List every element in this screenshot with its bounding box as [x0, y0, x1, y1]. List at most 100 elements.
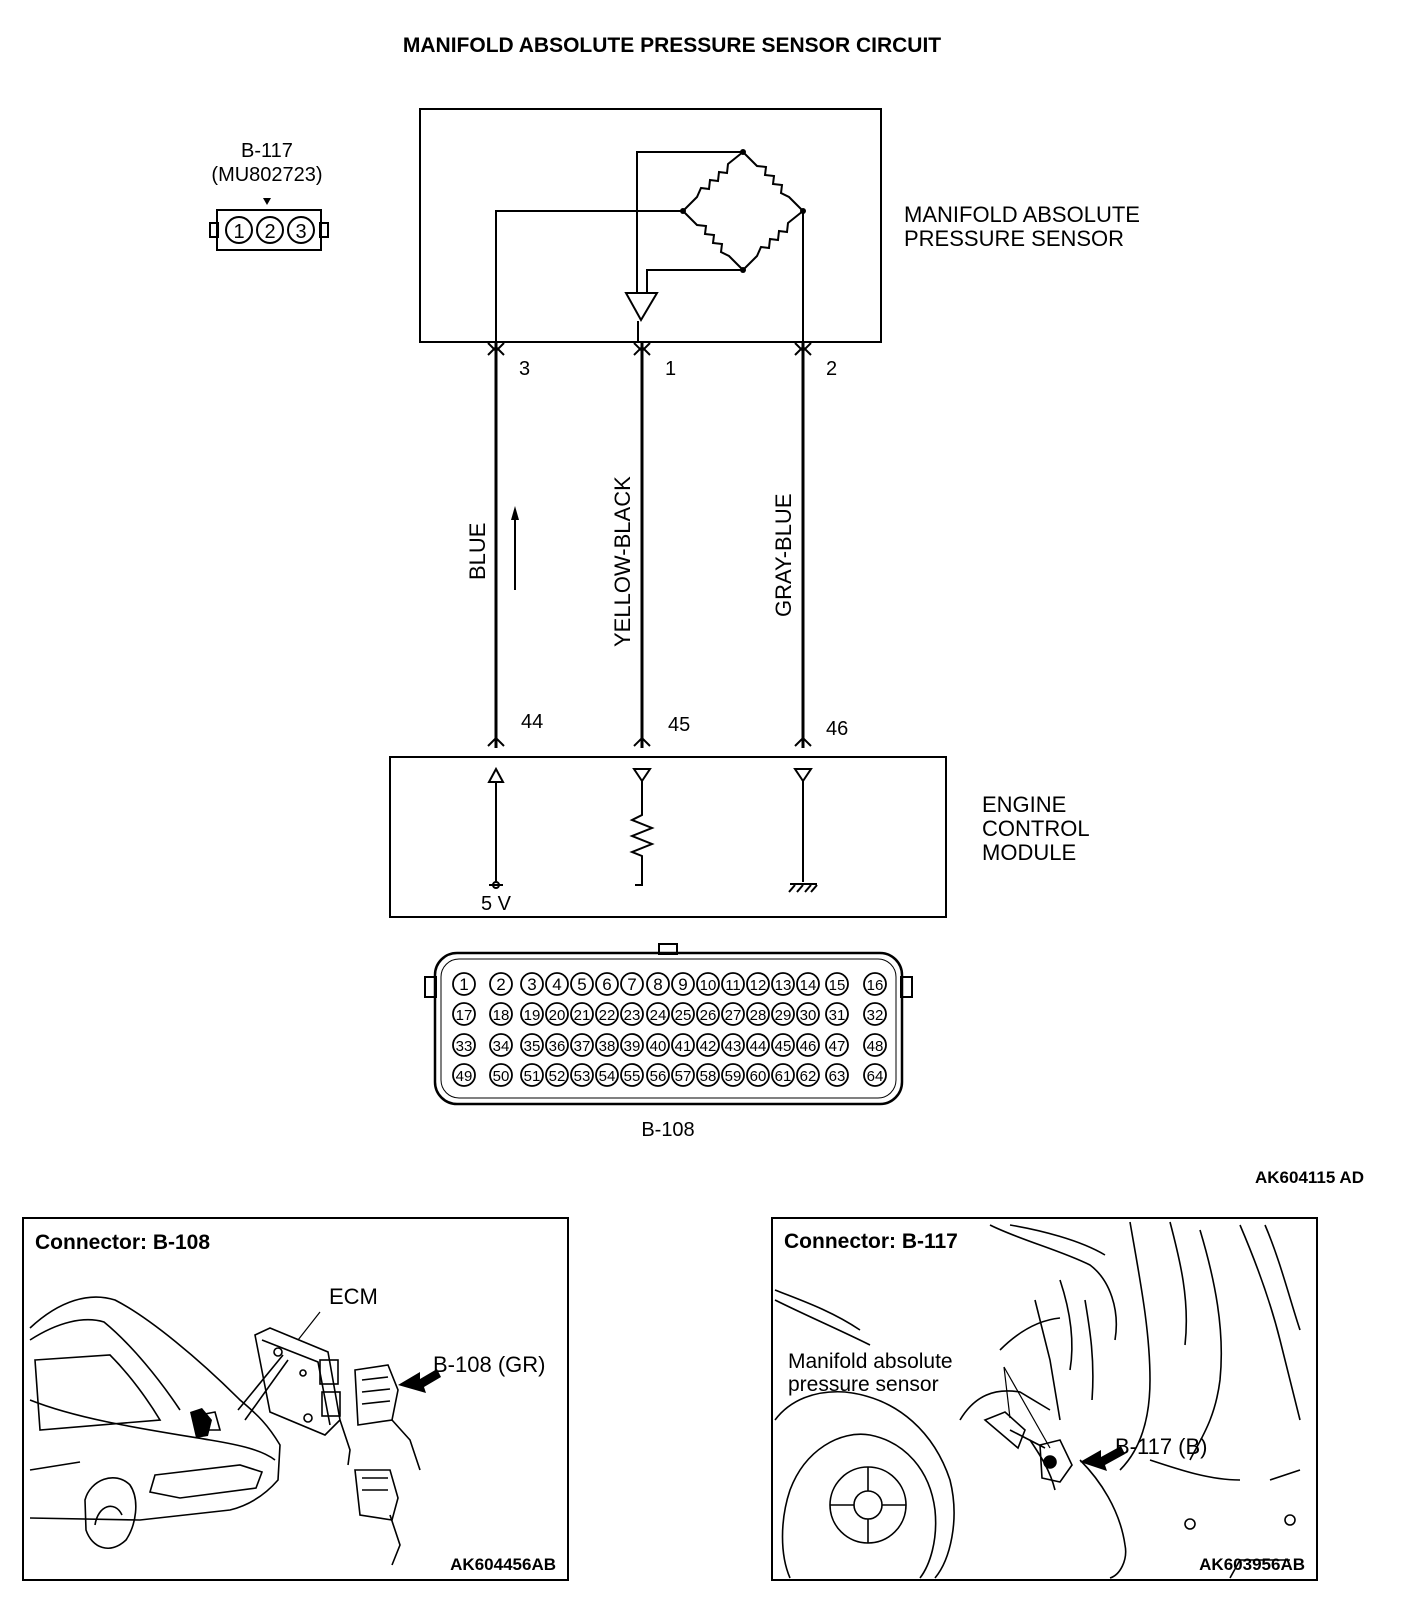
ecm-connector-pin-ring — [863, 1033, 887, 1057]
ecm-connector-pin-51: 51 — [524, 1068, 541, 1085]
ecm-connector-pin-ring — [646, 1063, 670, 1087]
ecm-connector-pin-ring — [696, 1002, 720, 1026]
ecm-connector-pin-ring — [863, 1063, 887, 1087]
ecm-connector-pin-ring — [671, 972, 695, 996]
ecm-connector-pin-40: 40 — [650, 1038, 667, 1055]
ecm-connector-pin-ring — [595, 1002, 619, 1026]
ecm-connector-pin-49: 49 — [456, 1068, 473, 1085]
ecm-connector-pin-31: 31 — [829, 1007, 846, 1024]
ecm-connector-pin-35: 35 — [524, 1038, 541, 1055]
sensor-label-line-1: MANIFOLD ABSOLUTE — [904, 202, 1140, 227]
ecm-connector-pin-ring — [671, 1033, 695, 1057]
ecm-connector-pin-9: 9 — [678, 975, 687, 994]
ecm-supply-voltage: 5 V — [481, 893, 512, 915]
ecm-connector-pin-54: 54 — [599, 1068, 616, 1085]
ecm-connector-pin-61: 61 — [775, 1068, 792, 1085]
ecm-connector-pin-ring — [570, 972, 594, 996]
ecm-connector-pin-13: 13 — [775, 977, 792, 994]
ecm-connector-pin-ring — [746, 972, 770, 996]
ecm-connector-pin-ring — [646, 1033, 670, 1057]
sensor-pin-2: 2 — [826, 358, 837, 380]
ecm-connector-pin-52: 52 — [549, 1068, 566, 1085]
ecm-connector-pin-ring — [520, 1033, 544, 1057]
ecm-connector-pin-ring — [520, 972, 544, 996]
ecm-pin-46: 46 — [826, 718, 848, 740]
b108-pointer-arrow — [398, 1369, 441, 1393]
panel-right-sensor-label-line-2: pressure sensor — [788, 1373, 939, 1396]
panel-right — [771, 1217, 1318, 1581]
panel-right-title: Connector: B-117 — [784, 1230, 958, 1253]
ground-icon — [788, 883, 818, 893]
ecm-connector-pin-21: 21 — [574, 1007, 591, 1024]
ecm-connector-pin-63: 63 — [829, 1068, 846, 1085]
ecm-connector-pin-ring — [595, 972, 619, 996]
sensor-pin-3: 3 — [519, 358, 530, 380]
ecm-connector-pin-ring — [771, 1063, 795, 1087]
ecm-connector-pin-ring — [520, 1002, 544, 1026]
engine-bay-illustration — [774, 1221, 1301, 1579]
ecm-connector-pin-5: 5 — [577, 975, 586, 994]
panel-right-sensor-label-line-1: Manifold absolute — [788, 1350, 953, 1373]
ecm-connector-pin-ring — [796, 1063, 820, 1087]
ecm-connector-pin-ring — [721, 1002, 745, 1026]
ecm-connector-pin-29: 29 — [775, 1007, 792, 1024]
ecm-connector-pin-43: 43 — [725, 1038, 742, 1055]
ecm-box — [389, 756, 947, 918]
ecm-connector-pin-ring — [620, 1063, 644, 1087]
ecm-connector-pin-ring — [771, 1033, 795, 1057]
ecm-connector-pin-ring — [696, 1063, 720, 1087]
panel-left-connector-label: B-108 (GR) — [433, 1352, 545, 1377]
ecm-connector-pin-ring — [796, 972, 820, 996]
ecm-connector-pin-ring — [746, 1002, 770, 1026]
ecm-connector-pin-4: 4 — [552, 975, 561, 994]
ecm-connector-pin-42: 42 — [700, 1038, 717, 1055]
diagram-code: AK604115 AD — [1255, 1168, 1364, 1187]
ecm-connector-pin-1: 1 — [459, 975, 468, 994]
ecm-connector-pin-ring — [520, 1063, 544, 1087]
ecm-connector-pin-22: 22 — [599, 1007, 616, 1024]
ecm-connector-id: B-108 — [641, 1119, 694, 1141]
ecm-connector-pin-44: 44 — [750, 1038, 767, 1055]
ecm-connector-pin-ring — [620, 972, 644, 996]
ecm-connector-pin-38: 38 — [599, 1038, 616, 1055]
ecm-connector-pin-2: 2 — [496, 975, 505, 994]
b117-pointer-arrow — [1080, 1446, 1125, 1471]
ecm-connector-pin-34: 34 — [493, 1038, 510, 1055]
ecm-connector-pin-ring — [825, 1033, 849, 1057]
ecm-connector-pin-3: 3 — [527, 975, 536, 994]
ecm-label-line-2: CONTROL — [982, 816, 1090, 841]
ecm-connector-pin-ring — [863, 972, 887, 996]
ecm-connector-pin-30: 30 — [800, 1007, 817, 1024]
ecm-connector-pin-10: 10 — [700, 977, 717, 994]
ecm-connector-pin-ring — [570, 1063, 594, 1087]
ecm-pin-45: 45 — [668, 714, 690, 736]
ecm-connector-pin-ring — [452, 1033, 476, 1057]
ecm-connector-pin-55: 55 — [624, 1068, 641, 1085]
ecm-connector-pin-6: 6 — [602, 975, 611, 994]
panel-left — [22, 1217, 569, 1581]
ecm-connector-pin-23: 23 — [624, 1007, 641, 1024]
ecm-connector-pin-ring — [746, 1033, 770, 1057]
ecm-connector-pin-16: 16 — [867, 977, 884, 994]
ecm-connector-pin-50: 50 — [493, 1068, 510, 1085]
sensor-connector-pin-3: 3 — [295, 221, 306, 243]
ecm-connector-pin-ring — [620, 1002, 644, 1026]
ecm-connector-pin-33: 33 — [456, 1038, 473, 1055]
ecm-connector-pin-12: 12 — [750, 977, 767, 994]
ecm-illustration — [254, 1327, 401, 1566]
ecm-connector-pin-20: 20 — [549, 1007, 566, 1024]
ecm-connector-pin-15: 15 — [829, 977, 846, 994]
ecm-connector-pin-58: 58 — [700, 1068, 717, 1085]
ecm-connector-pin-60: 60 — [750, 1068, 767, 1085]
ecm-connector-pin-ring — [620, 1033, 644, 1057]
ecm-connector-pin-32: 32 — [867, 1007, 884, 1024]
ecm-connector-pin-59: 59 — [725, 1068, 742, 1085]
ecm-connector-pin-ring — [771, 972, 795, 996]
ecm-connector-pin-ring — [825, 1002, 849, 1026]
ecm-connector-pin-17: 17 — [456, 1007, 473, 1024]
ecm-connector-pin-64: 64 — [867, 1068, 884, 1085]
sensor-connector-icon: B-117 (MU802723) 1 2 3 — [209, 140, 329, 251]
sensor-label-line-2: PRESSURE SENSOR — [904, 226, 1124, 251]
ecm-label-line-1: ENGINE — [982, 792, 1066, 817]
